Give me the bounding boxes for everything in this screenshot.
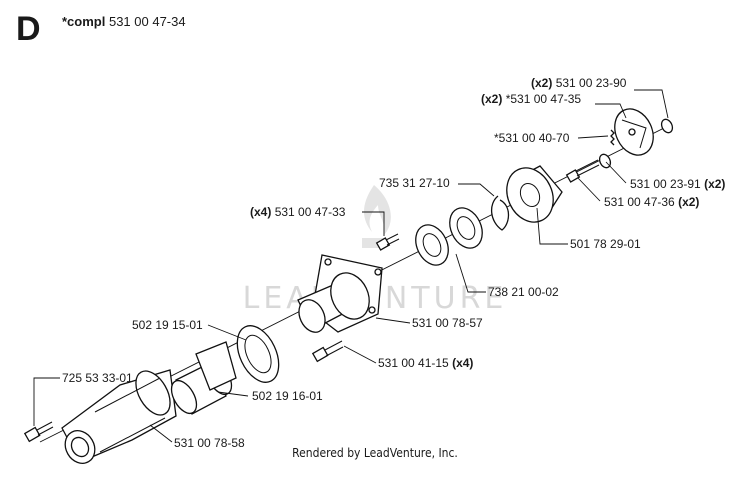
label-531-00-23-90: (x2) 531 00 23-90 bbox=[531, 76, 627, 90]
housing-screw-part bbox=[375, 233, 400, 251]
label-735-31-27-10: 735 31 27-10 bbox=[379, 176, 450, 190]
clutch-shoes-part bbox=[614, 108, 654, 156]
leader-lines bbox=[33, 89, 669, 443]
retaining-ring-part bbox=[491, 195, 510, 231]
label-531-00-23-91: 531 00 23-91 (x2) bbox=[630, 177, 726, 191]
label-531-00-47-33: (x4) 531 00 47-33 bbox=[250, 205, 346, 219]
label-725-53-33-01: 725 53 33-01 bbox=[62, 371, 133, 385]
label-531-00-47-36: 531 00 47-36 (x2) bbox=[604, 195, 700, 209]
kit-number: 531 00 47-34 bbox=[108, 14, 186, 29]
label-531-00-78-57: 531 00 78-57 bbox=[412, 316, 483, 330]
bushing-part bbox=[170, 341, 237, 415]
plate-part bbox=[236, 325, 280, 383]
watermark-flame-icon bbox=[362, 185, 391, 248]
screw-part bbox=[23, 421, 54, 443]
bearing-pair-part bbox=[415, 207, 483, 266]
kit-note: *compl 531 00 47-34 bbox=[62, 14, 186, 29]
end-washer-part bbox=[660, 118, 674, 134]
clutch-drum-part bbox=[506, 165, 563, 223]
label-531-00-40-70: *531 00 40-70 bbox=[494, 131, 570, 145]
label-531-00-78-58: 531 00 78-58 bbox=[174, 436, 245, 450]
label-502-19-15-01: 502 19 15-01 bbox=[132, 318, 203, 332]
clutch-housing-part bbox=[297, 254, 383, 333]
label-738-21-00-02: 738 21 00-02 bbox=[488, 285, 559, 299]
gear-housing-part bbox=[61, 369, 177, 464]
spring-part bbox=[610, 129, 615, 146]
label-531-00-41-15: 531 00 41-15 (x4) bbox=[378, 356, 474, 370]
label-502-19-16-01: 502 19 16-01 bbox=[252, 389, 323, 403]
section-letter: D bbox=[16, 10, 41, 48]
kit-prefix: *compl bbox=[62, 14, 106, 29]
flange-screw-part bbox=[311, 340, 344, 363]
label-531-00-47-35: (x2) *531 00 47-35 bbox=[481, 92, 582, 106]
footer-credit: Rendered by LeadVenture, Inc. bbox=[292, 446, 458, 460]
clutch-bolt-part bbox=[565, 159, 600, 183]
label-501-78-29-01: 501 78 29-01 bbox=[570, 237, 641, 251]
